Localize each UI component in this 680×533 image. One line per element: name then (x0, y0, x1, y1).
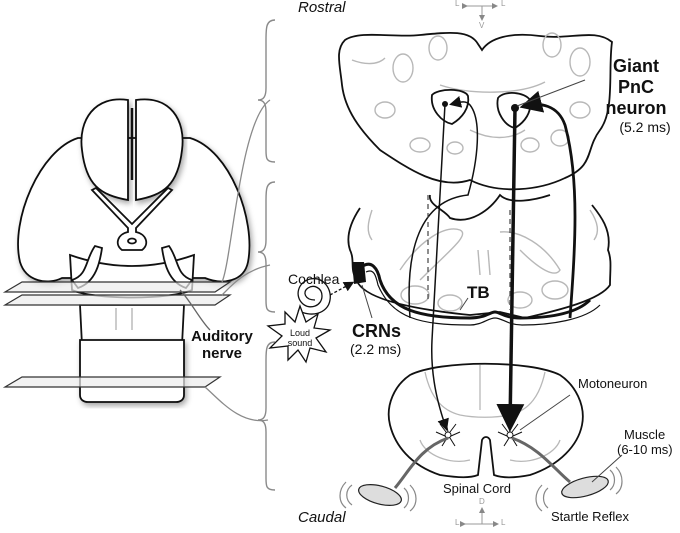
loud-sound-line2: sound (287, 338, 313, 348)
axis-bottom-left: L (455, 518, 460, 527)
axis-bottom-right: L (501, 518, 506, 527)
caudal-label: Caudal (298, 509, 346, 526)
crn-cell-body (352, 262, 366, 284)
crns-latency: (2.2 ms) (350, 341, 402, 357)
giant-pnc-line3: neuron (605, 98, 667, 118)
motoneuron-label: Motoneuron (578, 376, 648, 391)
axis-top-right: L (501, 0, 506, 8)
orientation-axes-top (462, 3, 498, 21)
muscle-left (358, 484, 402, 506)
muscle-label: Muscle (624, 427, 666, 442)
loud-sound-label: Loud sound (283, 328, 317, 348)
startle-reflex-label: Startle Reflex (551, 509, 630, 524)
section-brackets (257, 19, 276, 491)
loud-sound-burst-icon (266, 303, 333, 364)
cochlea-icon (297, 277, 355, 315)
spinal-cord-section (339, 362, 623, 512)
neural-pathways (408, 90, 577, 432)
section-planes (2, 281, 232, 388)
spinal-cord-label: Spinal Cord (443, 481, 511, 496)
muscle-right (561, 475, 609, 499)
medulla-section (347, 193, 612, 326)
giant-pnc-latency: (5.2 ms) (619, 119, 671, 135)
giant-pnc-line2: PnC (618, 77, 654, 97)
orientation-axes-bottom (460, 507, 499, 527)
crns-label: CRNs (352, 321, 402, 341)
tb-label: TB (467, 283, 490, 302)
muscle-latency: (6-10 ms) (617, 442, 673, 457)
axis-top-left: L (455, 0, 460, 8)
auditory-nerve-label: Auditory nerve (182, 328, 262, 362)
rostral-label: Rostral (298, 0, 346, 16)
leader-lines (361, 79, 623, 483)
loud-sound-line1: Loud (289, 328, 311, 338)
axis-top-down: V (479, 21, 485, 30)
startle-vibration-marks (339, 466, 623, 512)
pons-section (338, 31, 613, 191)
axis-bottom-up: D (479, 497, 485, 506)
cochlea-label: Cochlea (288, 271, 340, 287)
giant-pnc-neuron-label: Giant PnC neuron (592, 56, 680, 119)
auditory-nerve-line2: nerve (201, 345, 243, 362)
giant-pnc-line1: Giant (612, 56, 659, 76)
whole-brain-illustration (17, 98, 251, 403)
auditory-nerve-line1: Auditory (191, 328, 253, 345)
